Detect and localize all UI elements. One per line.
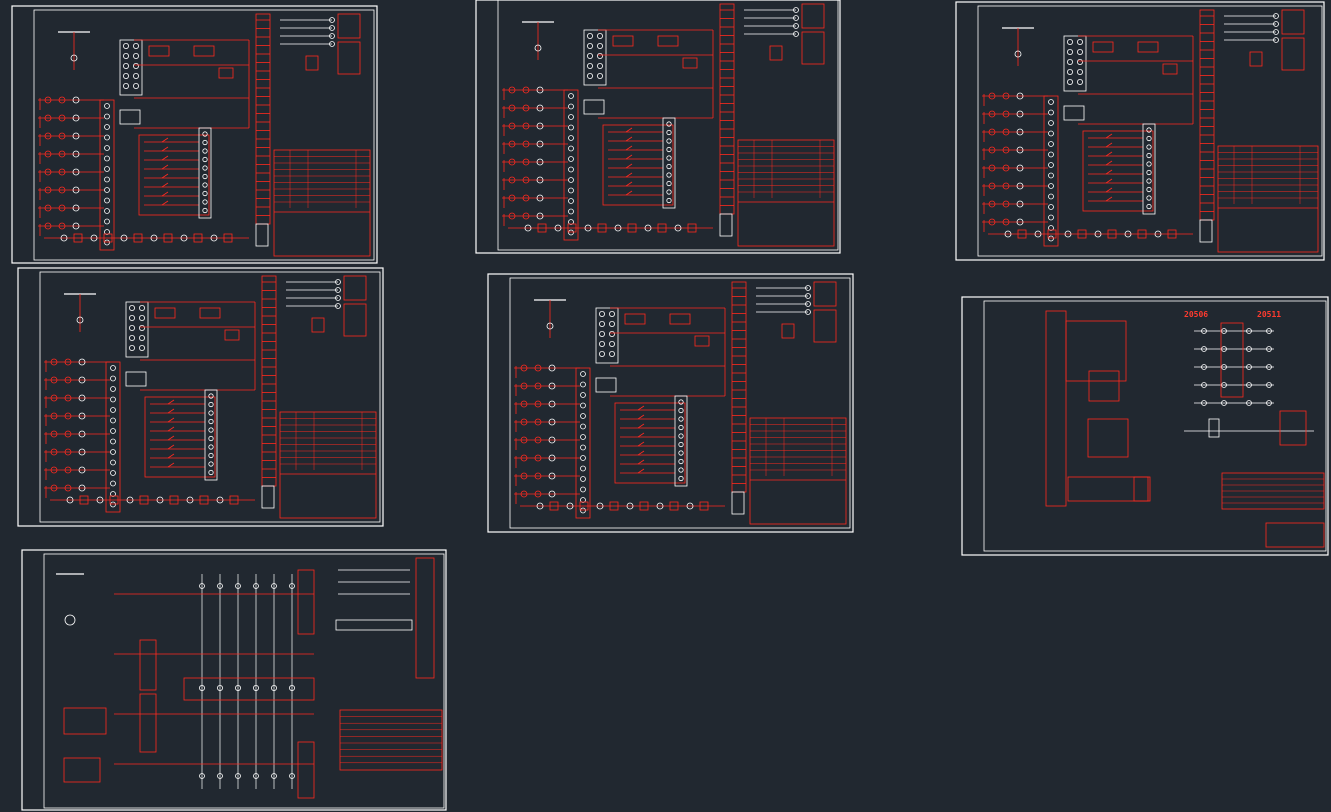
schematic-6: [1045, 310, 1325, 548]
sheet-frame-inner: [39, 271, 381, 523]
sheet-frame-inner: [509, 277, 851, 529]
sheet-7[interactable]: [21, 549, 447, 811]
schematic-5: [514, 281, 847, 525]
sheet-4[interactable]: [17, 267, 384, 527]
sheet-6-label-right: 20511: [1257, 310, 1282, 319]
sheet-frame-inner: [43, 553, 445, 809]
sheet-frame-outer: [21, 549, 447, 811]
schematic-3: [982, 9, 1319, 253]
schematic-4: [44, 275, 377, 519]
sheet-frame-outer: [955, 1, 1325, 261]
sheet-frame-inner: [977, 5, 1323, 257]
sheet-1[interactable]: [11, 5, 378, 264]
sheet-frame-outer: [11, 5, 378, 264]
sheet-6-label-left: 20506: [1184, 310, 1209, 319]
sheet-frame-outer: [961, 296, 1329, 556]
sheet-frame-outer: [475, 0, 841, 254]
sheet-frame-outer: [487, 273, 854, 533]
schematic-1: [38, 13, 371, 257]
sheet-3[interactable]: [955, 1, 1325, 261]
sheet-frame-inner: [33, 9, 375, 261]
schematic-2: [502, 3, 835, 247]
sheet-frame-outer: [17, 267, 384, 527]
sheet-2[interactable]: [475, 0, 841, 254]
sheet-frame-inner: [497, 0, 839, 251]
sheet-5[interactable]: [487, 273, 854, 533]
sheet-6[interactable]: [961, 296, 1329, 556]
sheet-frame-inner: [983, 300, 1327, 552]
schematic-7: [56, 557, 443, 799]
